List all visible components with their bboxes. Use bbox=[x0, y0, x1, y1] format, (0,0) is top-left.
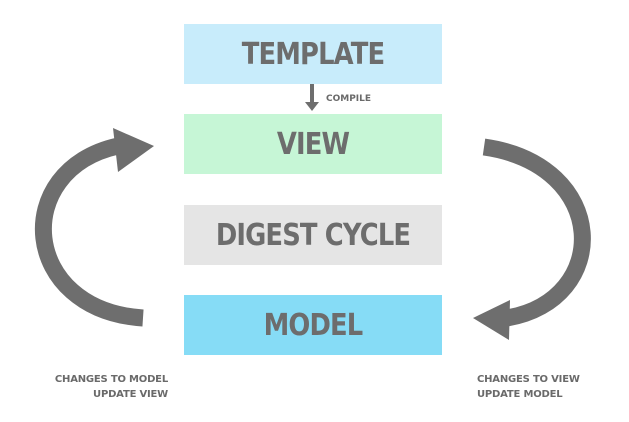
compile-arrow-icon bbox=[305, 84, 319, 111]
template-label: TEMPLATE bbox=[241, 36, 385, 72]
caption-model-to-view: CHANGES TO MODEL UPDATE VIEW bbox=[48, 372, 168, 402]
cycle-arrow-left-icon bbox=[34, 128, 154, 327]
cycle-arrow-right-icon bbox=[473, 138, 591, 340]
caption-right-line-2: UPDATE MODEL bbox=[477, 389, 563, 400]
caption-right-line-1: CHANGES TO VIEW bbox=[477, 374, 580, 385]
digest-cycle-label: DIGEST CYCLE bbox=[215, 217, 411, 253]
compile-label: COMPILE bbox=[326, 94, 372, 104]
caption-view-to-model: CHANGES TO VIEW UPDATE MODEL bbox=[477, 372, 597, 402]
digest-cycle-box: DIGEST CYCLE bbox=[184, 205, 442, 265]
template-box: TEMPLATE bbox=[184, 24, 442, 84]
model-box: MODEL bbox=[184, 295, 442, 355]
caption-left-line-2: UPDATE VIEW bbox=[93, 389, 168, 400]
model-label: MODEL bbox=[263, 307, 364, 343]
view-label: VIEW bbox=[276, 126, 350, 162]
caption-left-line-1: CHANGES TO MODEL bbox=[54, 374, 168, 385]
view-box: VIEW bbox=[184, 114, 442, 174]
